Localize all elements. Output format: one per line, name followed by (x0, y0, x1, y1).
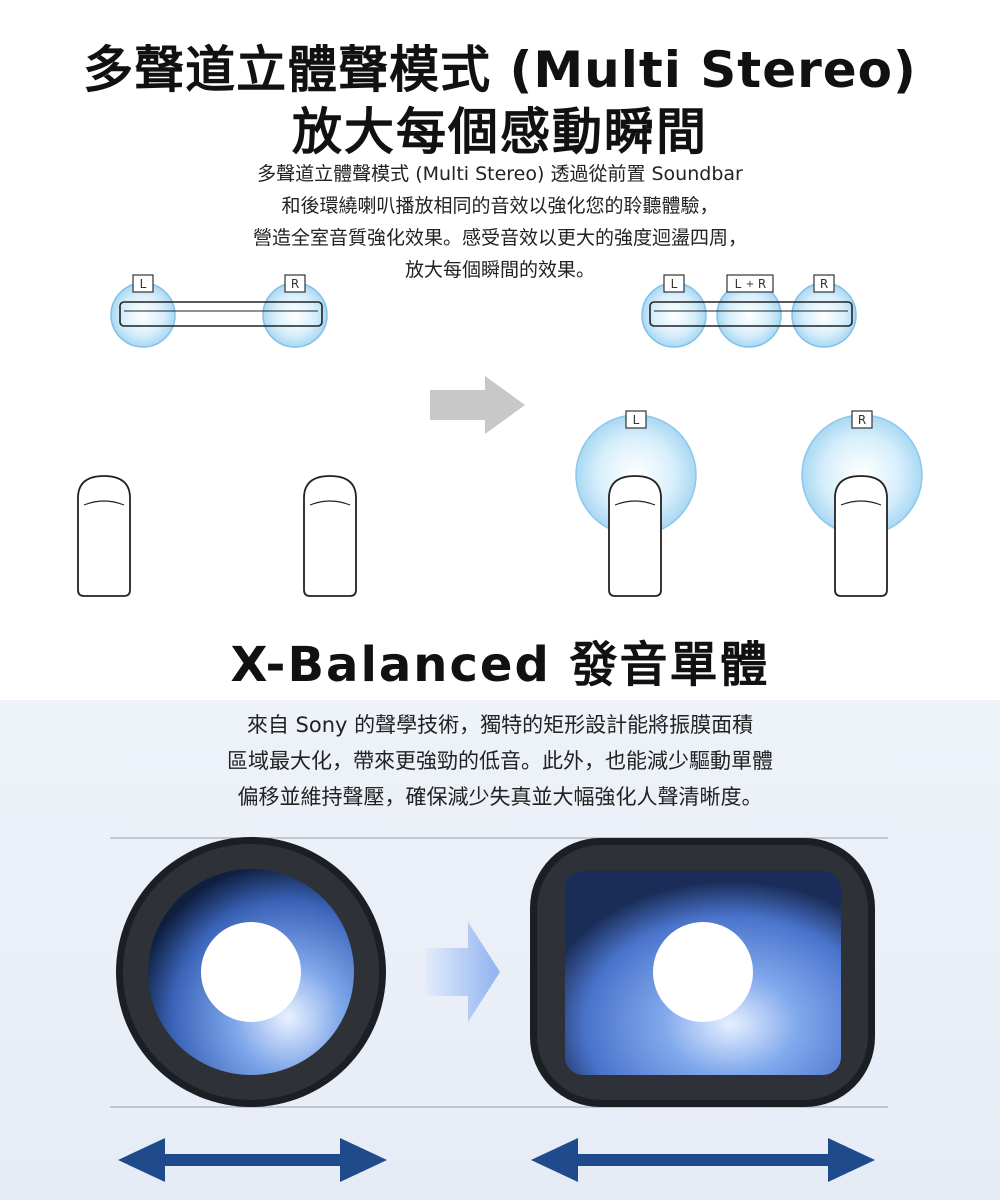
channel-label-box (851, 410, 873, 429)
section2-title: X-Balanced 發音單體 (230, 637, 770, 693)
channel-label-r: R (820, 277, 828, 291)
arrow-right-icon (425, 922, 500, 1022)
section2-description-line: 來自 Sony 的聲學技術，獨特的矩形設計能將振膜面積 (246, 713, 754, 737)
sound-glow (716, 282, 782, 348)
section2-description: 來自 Sony 的聲學技術，獨特的矩形設計能將振膜面積 區域最大化，帶來更強勁的… (0, 707, 1000, 815)
channel-label-l: L (671, 277, 678, 291)
section1-description: 多聲道立體聲模式 (Multi Stereo) 透過從前置 Soundbar 和… (0, 158, 1000, 286)
channel-label-r: R (858, 413, 866, 427)
channel-label-box (625, 410, 647, 429)
section1-description-line: 放大每個瞬間的效果。 (404, 259, 595, 281)
channel-label-l: L (140, 277, 147, 291)
sound-glow (262, 282, 328, 348)
rear-speaker-icon (608, 475, 662, 597)
channel-label-box (132, 274, 154, 293)
rear-speaker-icon (77, 475, 131, 597)
section1-description-line: 多聲道立體聲模式 (Multi Stereo) 透過從前置 Soundbar (257, 163, 743, 185)
channel-label-box (813, 274, 835, 293)
sound-glow (641, 282, 707, 348)
sound-glow (791, 282, 857, 348)
soundbar-icon (119, 301, 323, 327)
channel-label-plus: + (746, 279, 754, 290)
arrow-right-icon (430, 376, 525, 434)
width-double-arrow-icon (531, 1138, 875, 1182)
section1-title-line2: 放大每個感動瞬間 (292, 103, 708, 161)
channel-label-l: L (735, 277, 742, 291)
rear-speaker-icon (303, 475, 357, 597)
channel-label-box (663, 274, 685, 293)
channel-label-box (284, 274, 306, 293)
rectangular-driver-icon (530, 838, 875, 1107)
soundbar-icon (649, 301, 853, 327)
channel-label-box (726, 274, 774, 293)
section1-description-line: 和後環繞喇叭播放相同的音效以強化您的聆聽體驗， (281, 195, 719, 217)
section2-description-line: 偏移並維持聲壓，確保減少失真並大幅強化人聲清晰度。 (237, 785, 763, 809)
channel-label-r: R (291, 277, 299, 291)
section2-description-line: 區域最大化，帶來更強勁的低音。此外，也能減少驅動單體 (227, 749, 773, 773)
rear-speaker-icon (834, 475, 888, 597)
multi-stereo-section (0, 0, 1000, 700)
channel-label-l: L (633, 413, 640, 427)
width-double-arrow-icon (118, 1138, 387, 1182)
channel-label-r: R (758, 277, 766, 291)
round-driver-icon (116, 837, 386, 1107)
section1-description-line: 營造全室音質強化效果。感受音效以更大的強度迴盪四周， (252, 227, 747, 249)
section1-title-line1: 多聲道立體聲模式 (Multi Stereo) (83, 41, 917, 99)
